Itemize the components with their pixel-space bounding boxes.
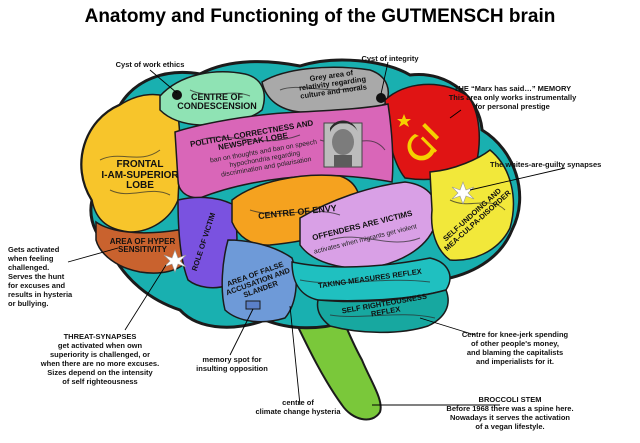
- annotation-knee-jerk: Centre for knee-jerk spending of other p…: [461, 330, 569, 366]
- page-title: Anatomy and Functioning of the GUTMENSCH…: [84, 6, 556, 27]
- star-icon: [397, 114, 411, 127]
- annotation-cyst-work-ethics: Cyst of work ethics: [115, 60, 185, 69]
- cyst-integrity: [376, 93, 386, 103]
- annotation-broccoli: BROCCOLI STEM Before 1968 there was a sp…: [446, 395, 574, 431]
- annotation-gets-activated: Gets activated when feeling challenged. …: [8, 245, 73, 308]
- label-frontal: FRONTAL I-AM-SUPERIOR LOBE: [101, 159, 179, 191]
- label-condescension: CENTRE OF CONDESCENSION: [177, 92, 257, 112]
- region-false-accusation: [221, 239, 297, 323]
- region-condescension: [159, 71, 266, 126]
- pointer-lines: [67, 61, 566, 406]
- region-self-undoing: [429, 149, 515, 261]
- annotation-threat-synapses: THREAT-SYNAPSES get activated when own s…: [40, 332, 160, 386]
- spark-threat-icon: [163, 249, 187, 273]
- annotation-cyst-integrity: Cyst of integrity: [361, 54, 419, 63]
- annotation-climate: centre of climate change hysteria: [255, 398, 341, 416]
- annotation-memory-spot: memory spot for insulting opposition: [196, 355, 268, 373]
- hammer-sickle-icon: [407, 123, 440, 161]
- portrait-image: [323, 120, 363, 168]
- label-hyper: AREA OF HYPER SENSITIVITY: [109, 237, 176, 255]
- region-self-righteous: [316, 289, 449, 334]
- memory-spot-box: [245, 300, 261, 310]
- annotation-marx-memory: THE “Marx has said…” MEMORY This area on…: [448, 84, 577, 111]
- spark-whites-icon: [451, 181, 475, 205]
- cyst-work-ethics: [172, 90, 182, 100]
- annotation-whites-guilty: The whites-are-guilty synapses: [490, 160, 602, 169]
